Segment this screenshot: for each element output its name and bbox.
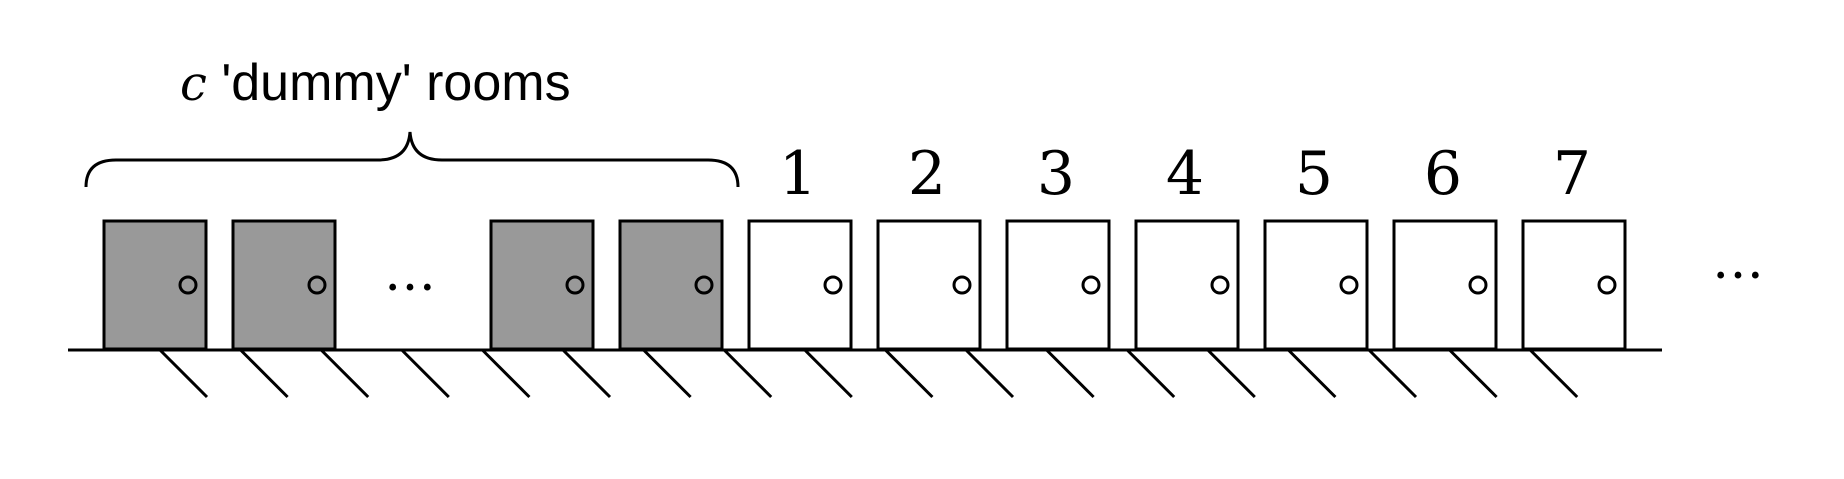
floor-hatch-stroke: [1448, 348, 1498, 399]
floor-hatch-stroke: [239, 348, 289, 399]
door-knob-icon: [823, 275, 843, 295]
rooms-continue-ellipsis: …: [1712, 231, 1764, 291]
floor-hatch-stroke: [964, 348, 1015, 399]
floor-hatch-stroke: [1045, 348, 1095, 399]
room-door-7: [1521, 219, 1627, 351]
room-number-labels: 1 2 3 4 5 6 7: [779, 139, 1591, 209]
door-knob-icon: [1210, 275, 1230, 295]
doors-row: [102, 219, 1627, 351]
floor-hatch-stroke: [400, 348, 450, 399]
room-number-2: 2: [908, 139, 946, 209]
floor-hatch-stroke: [1126, 348, 1176, 399]
floor-hatch-stroke: [320, 348, 370, 399]
floor-hatch-stroke: [803, 348, 853, 399]
room-number-6: 6: [1424, 139, 1462, 209]
dummy-rooms-brace: [84, 131, 740, 188]
dummy-rooms-caption: c 'dummy' rooms: [180, 54, 571, 112]
door-knob-icon: [1339, 275, 1359, 295]
room-door-1: [747, 219, 853, 351]
door-knob-icon: [565, 275, 585, 295]
floor-hatching: [158, 348, 1579, 399]
dummy-room-door: [231, 219, 337, 351]
door-knob-icon: [952, 275, 972, 295]
room-number-7: 7: [1553, 139, 1591, 209]
room-number-5: 5: [1295, 139, 1333, 209]
dummy-room-door: [489, 219, 595, 351]
room-door-2: [876, 219, 982, 351]
room-door-3: [1005, 219, 1111, 351]
dummy-room-door: [102, 219, 208, 351]
floor-hatch-stroke: [1287, 348, 1337, 399]
floor-hatch-stroke: [642, 348, 692, 399]
caption-text: 'dummy' rooms: [207, 54, 571, 112]
dummy-rooms-ellipsis: …: [384, 243, 436, 303]
floor-hatch-stroke: [1206, 348, 1256, 399]
door-knob-icon: [1081, 275, 1101, 295]
room-number-3: 3: [1037, 139, 1075, 209]
room-door-6: [1392, 219, 1498, 351]
dummy-room-door: [618, 219, 724, 351]
floor-hatch-stroke: [1529, 348, 1579, 399]
room-door-4: [1134, 219, 1240, 351]
door-knob-icon: [178, 275, 198, 295]
floor-hatch-stroke: [561, 348, 612, 399]
room-number-1: 1: [779, 139, 817, 209]
caption-variable: c: [180, 56, 207, 112]
door-knob-icon: [694, 275, 714, 295]
floor-hatch-stroke: [481, 348, 531, 399]
floor-hatch-stroke: [723, 348, 773, 399]
door-knob-icon: [1597, 275, 1617, 295]
floor-hatch-stroke: [884, 348, 934, 399]
room-number-4: 4: [1166, 139, 1204, 209]
door-knob-icon: [1468, 275, 1488, 295]
door-knob-icon: [307, 275, 327, 295]
floor-hatch-stroke: [158, 348, 209, 399]
floor-hatch-stroke: [1367, 348, 1418, 399]
room-door-5: [1263, 219, 1369, 351]
